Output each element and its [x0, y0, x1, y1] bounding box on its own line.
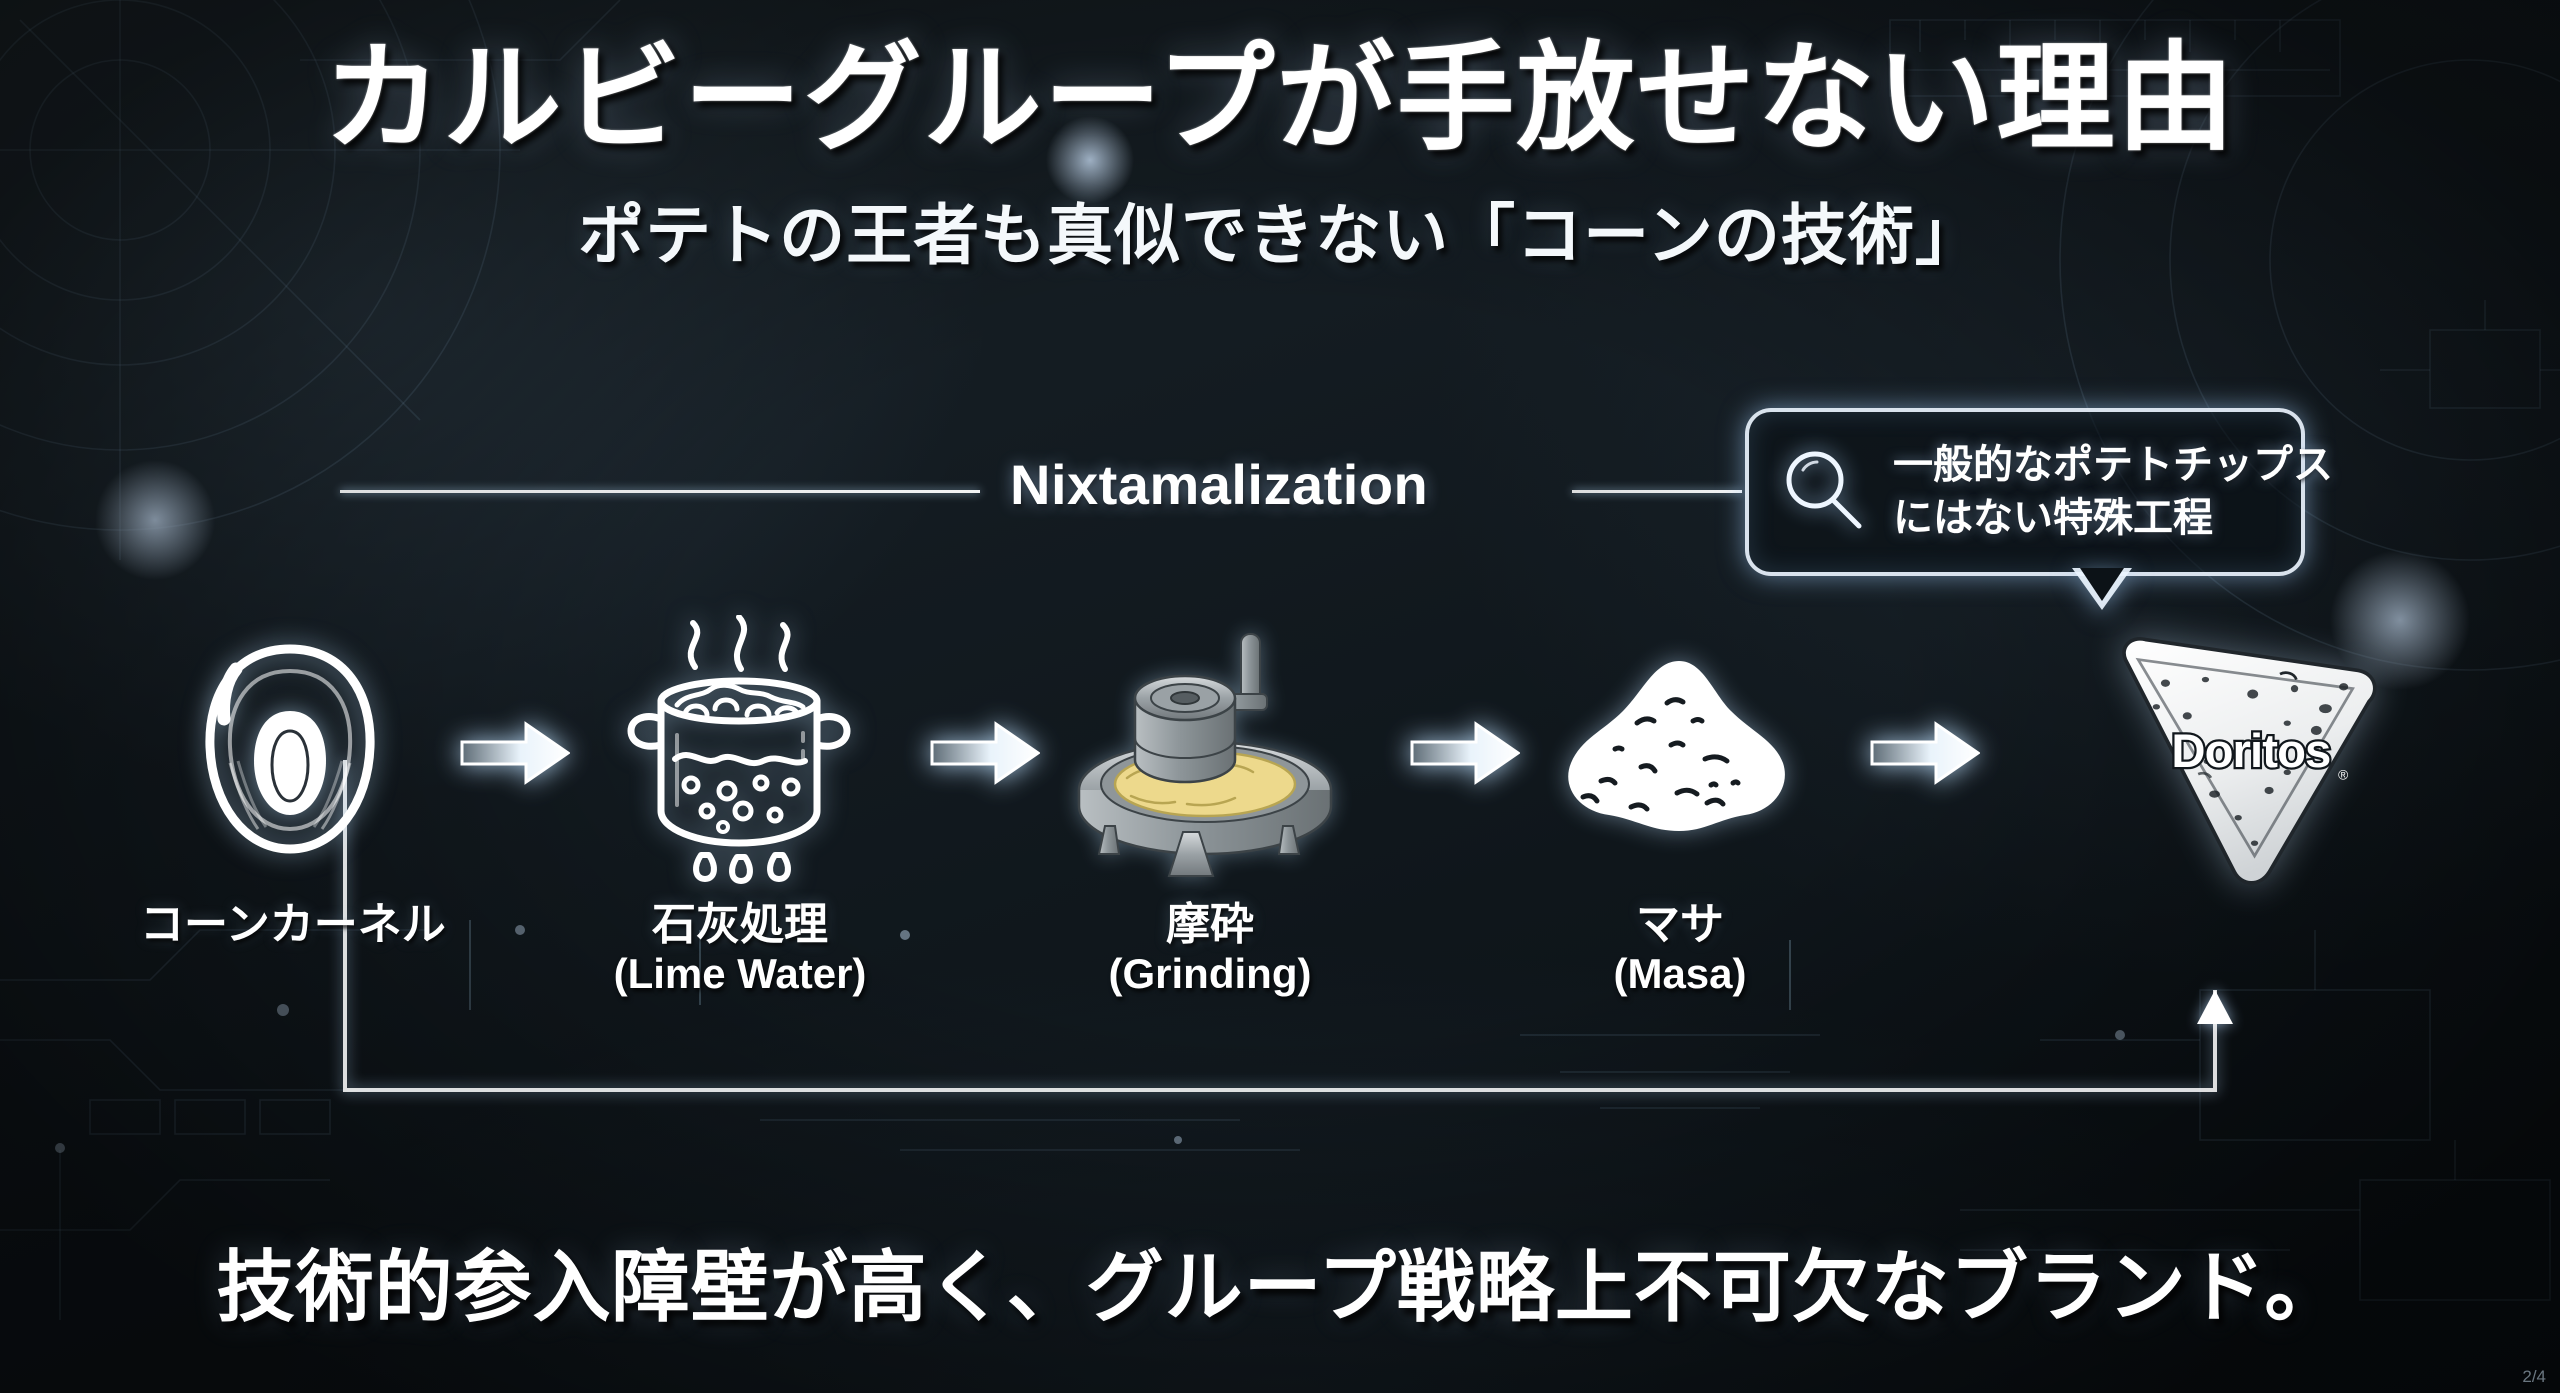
svg-text:®: ® — [2338, 768, 2348, 783]
nixtamalization-bracket: Nixtamalization — [0, 452, 2560, 532]
masa-dough-icon — [1530, 600, 1830, 900]
flow-step-grinding: 摩砕 (Grinding) — [1060, 600, 1360, 1000]
step-label-jp: マサ — [1636, 900, 1724, 949]
step-label-jp: 石灰処理 — [652, 900, 828, 949]
step-label-en: (Lime Water) — [613, 950, 867, 998]
magnifier-icon — [1775, 442, 1871, 543]
callout-bubble: 一般的なポテトチップス にはない特殊工程 — [1745, 408, 2333, 576]
flow-step-masa: マサ (Masa) — [1530, 600, 1830, 1000]
callout-line-1: 一般的なポテトチップス — [1893, 443, 2333, 488]
step-label-en: (Masa) — [1613, 950, 1747, 998]
flow-step-product: Doritos ® — [2100, 600, 2400, 930]
footer-caption: 技術的参入障壁が高く、グループ戦略上不可欠なブランド。 — [216, 1243, 2344, 1331]
doritos-chip-icon: Doritos ® — [2100, 600, 2400, 930]
boiling-pot-icon — [590, 600, 890, 900]
nixtamalization-label: Nixtamalization — [1010, 453, 1429, 516]
page-subtitle: ポテトの王者も真似できない「コーンの技術」 — [578, 197, 1982, 272]
process-flow: コーンカーネル — [140, 600, 2420, 1070]
callout-line-2: にはない特殊工程 — [1893, 496, 2213, 540]
arrow-right-icon — [460, 720, 571, 786]
header-block: カルビーグループが手放せない理由 ポテトの王者も真似できない「コーンの技術」 — [0, 32, 2560, 278]
corner-page-mark: 2/4 — [2522, 1367, 2546, 1386]
stone-mill-icon — [1060, 600, 1360, 900]
bracket-line-left — [340, 490, 980, 493]
product-wordmark: Doritos — [2171, 725, 2330, 778]
page-title: カルビーグループが手放せない理由 — [323, 33, 2237, 165]
corn-kernel-icon — [140, 600, 440, 900]
arrow-right-icon — [930, 720, 1041, 786]
flow-step-corn-kernel: コーンカーネル — [140, 600, 446, 949]
step-label-jp: コーンカーネル — [140, 900, 446, 949]
flow-step-lime-water: 石灰処理 (Lime Water) — [590, 600, 890, 1000]
step-label-en: (Grinding) — [1108, 950, 1312, 998]
arrow-right-icon — [1870, 720, 1981, 786]
callout-tail — [2072, 568, 2132, 610]
arrow-right-icon — [1410, 720, 1521, 786]
step-label-jp: 摩砕 — [1166, 900, 1254, 949]
bracket-line-right — [1572, 490, 1742, 493]
